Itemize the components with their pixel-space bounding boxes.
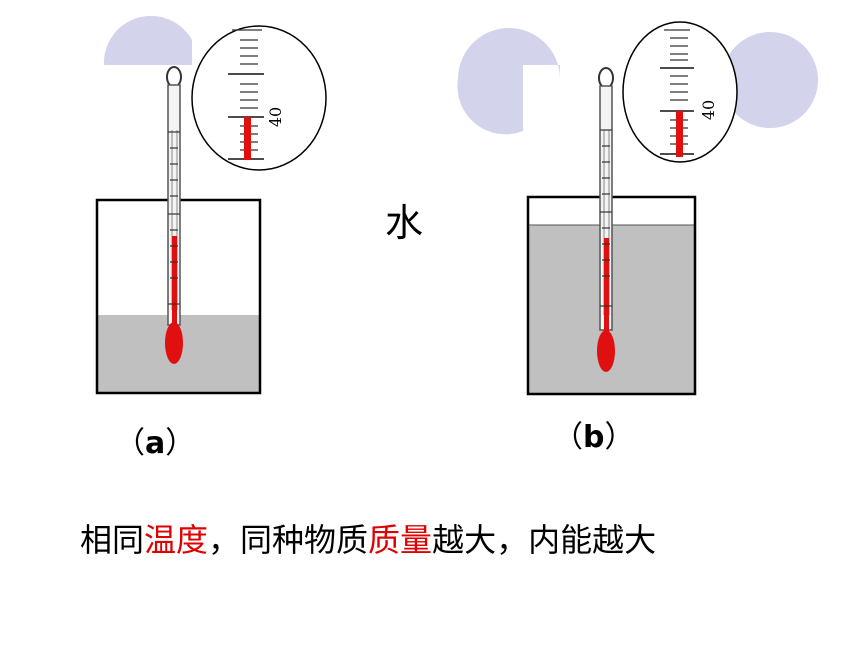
caption-temperature: 温度 xyxy=(144,521,209,559)
panel-b-label-letter: b xyxy=(583,420,605,455)
thermometer-a-liquid xyxy=(172,236,177,332)
magnifier-b-scale-number: 40 xyxy=(699,100,718,120)
thermometer-a-ticks xyxy=(168,131,180,305)
caption: 相同温度，同种物质质量越大，内能越大 xyxy=(80,515,656,561)
panel-a-label: （a） xyxy=(115,418,195,462)
decor-circle-b-left xyxy=(457,28,560,135)
caption-part5: 越大，内能越大 xyxy=(432,521,657,559)
panel-a: 40 xyxy=(95,25,327,395)
magnifier-a: 40 xyxy=(191,25,327,171)
thermometer-a-bulb xyxy=(165,322,183,364)
water-label: 水 xyxy=(385,201,424,245)
thermometer-b-liquid xyxy=(604,238,609,336)
panel-b-label-open: （ xyxy=(553,420,583,455)
magnifier-a-scale-number: 40 xyxy=(266,107,285,127)
caption-part3: ，同种物质 xyxy=(208,521,369,559)
thermometer-a xyxy=(165,66,183,364)
panel-a-label-close: ） xyxy=(165,426,196,461)
panel-a-label-letter: a xyxy=(145,426,166,461)
magnifier-b: 40 xyxy=(622,21,738,163)
magnifier-a-liquid xyxy=(244,117,251,160)
panel-b-label: （b） xyxy=(553,412,634,456)
thermometer-b xyxy=(597,67,615,372)
thermometer-a-ring xyxy=(166,66,182,88)
thermometer-b-ring xyxy=(598,67,614,89)
caption-part1: 相同 xyxy=(80,521,145,559)
decor-circle-b-right xyxy=(722,32,818,128)
panel-b: 40 xyxy=(526,21,738,396)
magnifier-b-liquid xyxy=(676,111,683,157)
panel-b-label-close: ） xyxy=(604,420,635,455)
panel-a-label-open: （ xyxy=(115,426,145,461)
decor-circle-a-left xyxy=(103,15,192,65)
caption-mass: 质量 xyxy=(368,521,433,559)
thermometer-b-ticks xyxy=(600,129,612,307)
thermometer-b-bulb xyxy=(597,330,615,372)
